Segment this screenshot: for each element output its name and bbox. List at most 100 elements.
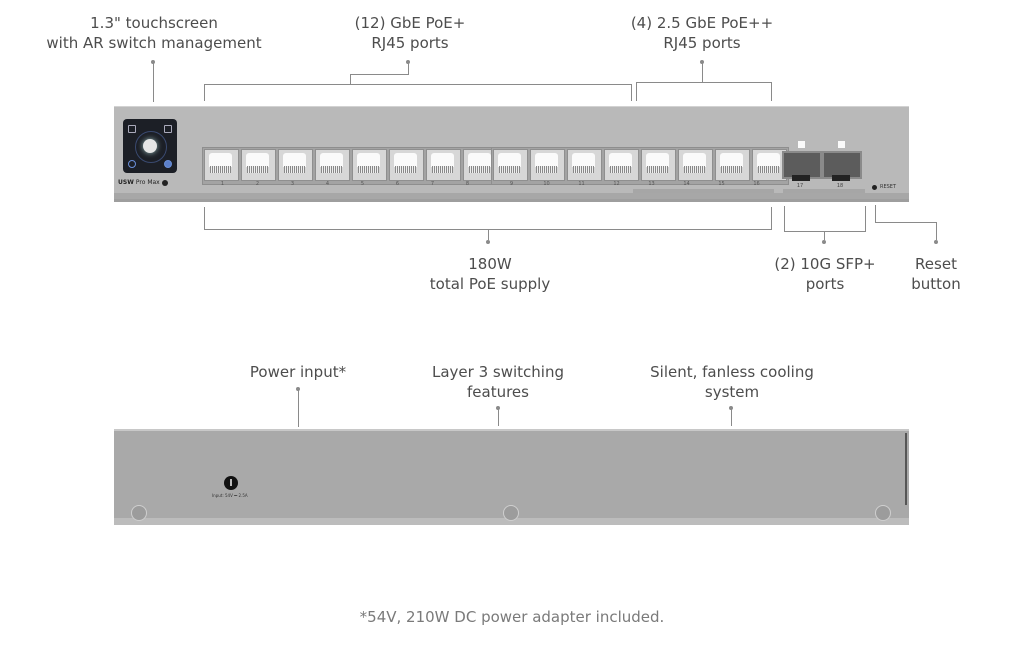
callout-line: Silent, fanless cooling: [650, 363, 814, 381]
leader-line: [488, 229, 489, 240]
model-name: Pro Max: [135, 179, 160, 186]
poe-supply-callout: 180W total PoE supply: [390, 254, 590, 294]
port-number: 14: [683, 181, 690, 187]
port-number: 2: [255, 181, 260, 187]
dc-power-jack[interactable]: [224, 476, 238, 490]
power-input-callout: Power input*: [198, 362, 398, 382]
ubiquiti-logo-icon: [161, 179, 168, 186]
screen-ring: [135, 131, 167, 163]
touchscreen-callout: 1.3" touchscreen with AR switch manageme…: [40, 13, 268, 53]
screen-chart-icon: [164, 125, 172, 133]
screen-window-icon: [128, 125, 136, 133]
power-rating-label: Input: 54V ⎓ 2.5A: [212, 493, 248, 498]
port-number: 6: [395, 181, 400, 187]
poe-supply-bracket: [204, 207, 772, 230]
reset-callout: Reset button: [886, 254, 986, 294]
port-number: 12: [613, 181, 620, 187]
callout-line: button: [911, 275, 961, 293]
port-group-9-16: [491, 147, 789, 185]
touchscreen-display[interactable]: [123, 119, 177, 173]
port-number: 1: [220, 181, 225, 187]
port-number: 4: [325, 181, 330, 187]
rj45-port[interactable]: [678, 149, 713, 181]
cooling-callout: Silent, fanless cooling system: [622, 362, 842, 402]
layer3-callout: Layer 3 switching features: [398, 362, 598, 402]
callout-line: RJ45 ports: [371, 34, 449, 52]
port-number: 5: [360, 181, 365, 187]
callout-line: (4) 2.5 GbE PoE++: [630, 14, 774, 32]
rj45-port[interactable]: [752, 149, 787, 181]
leader-dot: [486, 240, 490, 244]
leader-line: [731, 408, 732, 426]
reset-button[interactable]: [872, 185, 877, 190]
rj45-port[interactable]: [389, 149, 424, 181]
sfp-indicator-bar: [783, 189, 865, 193]
sfp-number: 17: [796, 183, 804, 189]
callout-line: Layer 3 switching: [432, 363, 564, 381]
port-number: 3: [290, 181, 295, 187]
screen-knob: [143, 139, 157, 153]
footnote: *54V, 210W DC power adapter included.: [359, 608, 665, 626]
callout-line: with AR switch management: [46, 34, 262, 52]
poe-plus-plus-indicator-bar: [633, 189, 774, 193]
sfp-led: [838, 141, 845, 148]
callout-line: 1.3" touchscreen: [90, 14, 218, 32]
screen-circle-icon: [128, 160, 136, 168]
sfp-led: [798, 141, 805, 148]
callout-line: features: [467, 383, 529, 401]
rj45-port[interactable]: [530, 149, 565, 181]
leader-dot: [822, 240, 826, 244]
port-number: 11: [578, 181, 585, 187]
callout-line: (12) GbE PoE+: [354, 14, 466, 32]
leader-line: [936, 222, 937, 240]
callout-line: 180W: [468, 255, 512, 273]
callout-line: Reset: [915, 255, 957, 273]
leader-line: [824, 231, 825, 240]
port-number: 16: [753, 181, 760, 187]
rj45-port[interactable]: [352, 149, 387, 181]
leader-line: [350, 74, 409, 75]
port-number: 8: [465, 181, 470, 187]
rj45-port[interactable]: [604, 149, 639, 181]
switch-back-panel: Input: 54V ⎓ 2.5A: [114, 429, 909, 525]
gbe-ports-callout: (12) GbE PoE+ RJ45 ports: [310, 13, 510, 53]
rj45-port[interactable]: [315, 149, 350, 181]
front-base: [114, 199, 909, 202]
callout-line: Power input*: [249, 363, 347, 381]
sfp-port[interactable]: [822, 151, 862, 181]
rj45-port[interactable]: [715, 149, 750, 181]
leader-line: [498, 408, 499, 426]
callout-line: (2) 10G SFP+: [774, 255, 876, 273]
callout-line: system: [704, 383, 760, 401]
rj45-port[interactable]: [278, 149, 313, 181]
callout-line: total PoE supply: [429, 275, 551, 293]
rj45-port[interactable]: [641, 149, 676, 181]
port-number: 7: [430, 181, 435, 187]
rj45-port[interactable]: [241, 149, 276, 181]
model-label: USW Pro Max: [118, 179, 168, 186]
reset-label: RESET: [880, 184, 897, 190]
port-number: 10: [543, 181, 550, 187]
rj45-port[interactable]: [426, 149, 461, 181]
leader-line: [875, 222, 937, 223]
port-group-1-8: [202, 147, 500, 185]
port-number: 15: [718, 181, 725, 187]
sfp-bracket: [784, 206, 866, 232]
rj45-port[interactable]: [204, 149, 239, 181]
poe-plus-plus-callout: (4) 2.5 GbE PoE++ RJ45 ports: [602, 13, 802, 53]
gbe-ports-bracket: [204, 84, 632, 101]
leader-line: [408, 62, 409, 74]
leader-line: [702, 62, 703, 82]
screw-icon: [875, 505, 891, 521]
model-brand: USW: [118, 179, 134, 186]
sfp-port[interactable]: [782, 151, 822, 181]
rj45-port[interactable]: [567, 149, 602, 181]
leader-dot: [934, 240, 938, 244]
screen-circle-icon: [164, 160, 172, 168]
switch-front-panel: USW Pro Max 1 2 3 4 5 6 7 8 9 10 11 12 1…: [114, 106, 909, 200]
port-number: 9: [509, 181, 514, 187]
rj45-port[interactable]: [493, 149, 528, 181]
screw-icon: [131, 505, 147, 521]
leader-line: [350, 74, 351, 84]
leader-line: [298, 389, 299, 427]
